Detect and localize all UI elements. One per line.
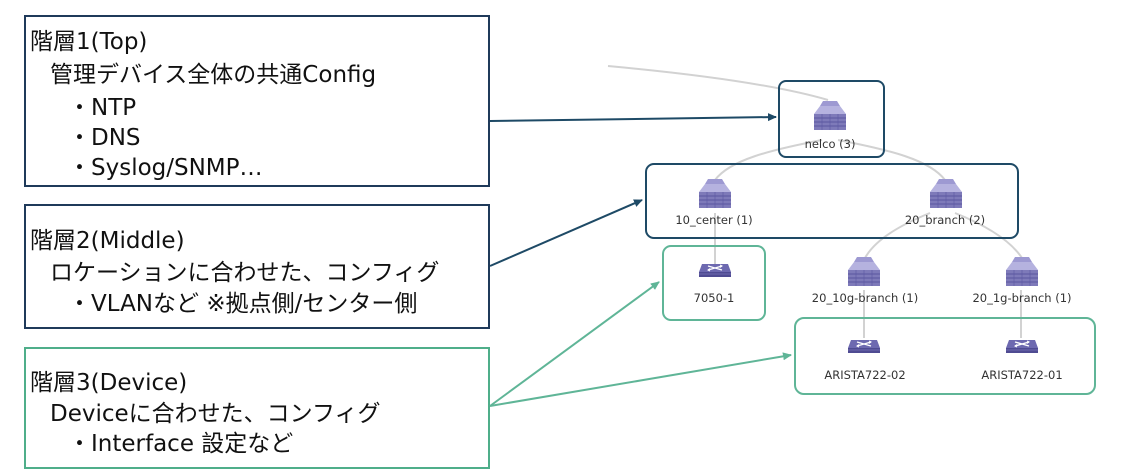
switch-crossed-arrows-icon xyxy=(698,263,732,278)
switch-crossed-arrows-icon xyxy=(1005,339,1039,354)
arrow-tier2 xyxy=(489,199,643,267)
tier1-box: 階層1(Top) 管理デバイス全体の共通Config ・NTP ・DNS ・Sy… xyxy=(24,15,490,187)
node-label-arista-01[interactable]: ARISTA722-01 xyxy=(981,368,1063,382)
tier2-item-vlan: ・VLANなど ※拠点側/センター側 xyxy=(68,291,418,317)
tier1-item-ntp: ・NTP xyxy=(68,95,137,121)
tier3-subtitle: Deviceに合わせた、コンフィグ xyxy=(50,401,381,427)
tier3-title: 階層3(Device) xyxy=(30,370,188,396)
node-label-branch[interactable]: 20_branch (2) xyxy=(904,213,986,227)
tier2-title: 階層2(Middle) xyxy=(30,228,185,254)
node-label-7050[interactable]: 7050-1 xyxy=(693,291,735,305)
stacked-switch-icon xyxy=(847,256,881,287)
node-label-root[interactable]: nelco (3) xyxy=(804,137,856,151)
stacked-switch-icon xyxy=(929,178,963,209)
switch-crossed-arrows-icon xyxy=(847,339,881,354)
stacked-switch-icon xyxy=(1005,256,1039,287)
branch-device-container xyxy=(794,317,1096,395)
center-device-container xyxy=(662,245,766,321)
node-label-arista-02[interactable]: ARISTA722-02 xyxy=(824,368,906,382)
tier3-item-interface: ・Interface 設定など xyxy=(68,431,294,457)
arrow-tier1 xyxy=(489,113,777,122)
tier2-box: 階層2(Middle) ロケーションに合わせた、コンフィグ ・VLANなど ※拠… xyxy=(24,204,490,329)
stacked-switch-icon xyxy=(813,100,847,131)
middle-tier-container xyxy=(645,163,1019,239)
tier1-title: 階層1(Top) xyxy=(30,29,148,55)
tier1-item-syslog: ・Syslog/SNMP… xyxy=(68,155,263,181)
stacked-switch-icon xyxy=(698,178,732,209)
node-label-10g-branch[interactable]: 20_10g-branch (1) xyxy=(811,291,919,305)
tier1-subtitle: 管理デバイス全体の共通Config xyxy=(50,62,377,88)
arrow-tier3-center xyxy=(489,281,660,407)
tier2-subtitle: ロケーションに合わせた、コンフィグ xyxy=(50,260,440,286)
tier1-item-dns: ・DNS xyxy=(68,125,141,151)
tier3-box: 階層3(Device) Deviceに合わせた、コンフィグ ・Interface… xyxy=(24,347,490,469)
arrow-tier3-branch xyxy=(489,352,792,407)
node-label-center[interactable]: 10_center (1) xyxy=(675,213,753,227)
top-tier-container xyxy=(778,80,885,158)
node-label-1g-branch[interactable]: 20_1g-branch (1) xyxy=(972,291,1072,305)
